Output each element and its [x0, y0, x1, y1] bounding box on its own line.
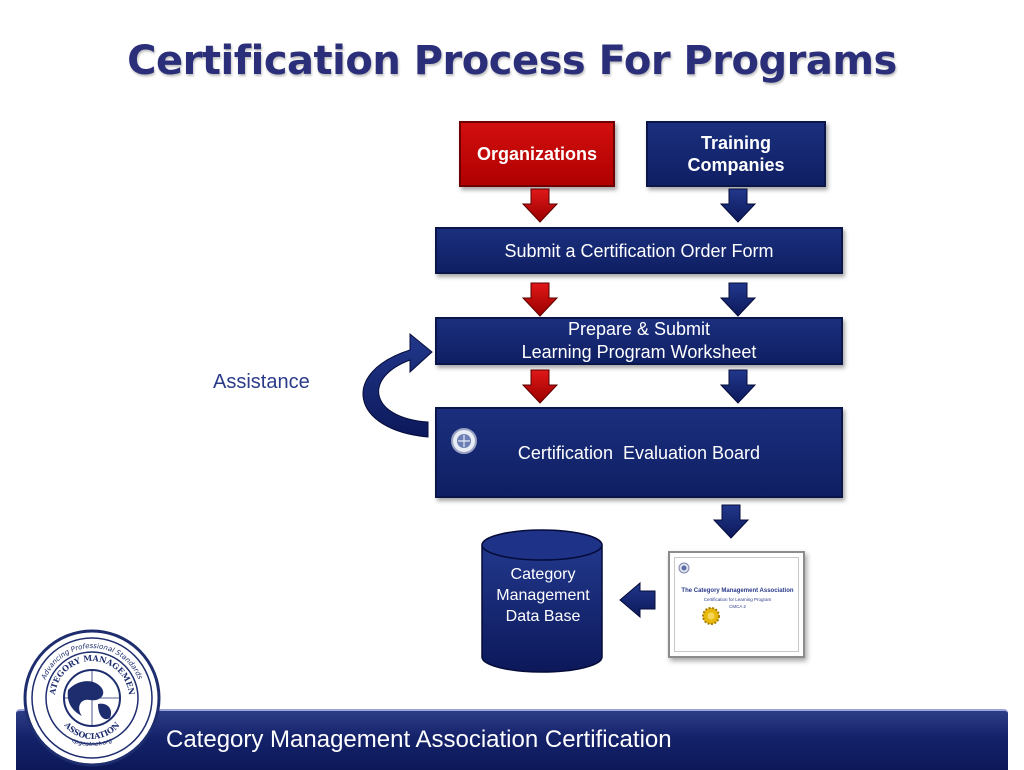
down-arrow-navy-4 — [712, 504, 750, 539]
prepare-label-line2: Learning Program Worksheet — [521, 342, 757, 362]
left-arrow-to-database — [619, 581, 656, 619]
down-arrow-red-3 — [521, 369, 559, 404]
training-companies-box: Training Companies — [646, 121, 826, 187]
database-label-line3: Data Base — [505, 608, 581, 625]
down-arrow-navy-2 — [719, 282, 757, 317]
certificate-seal-icon — [678, 562, 690, 574]
certificate-thumbnail: The Category Management Association Cert… — [668, 551, 805, 658]
database-cylinder — [481, 529, 603, 673]
organizations-box: Organizations — [459, 121, 615, 187]
certificate-code: CMCA 2 — [729, 604, 746, 609]
prepare-label-line1: Prepare & Submit — [567, 319, 711, 339]
down-arrow-navy-1 — [719, 188, 757, 223]
association-logo: Advancing Professional Standards CATEGOR… — [22, 628, 161, 767]
gold-seal-icon — [702, 607, 720, 625]
database-label-line2: Management — [496, 587, 590, 604]
submit-order-form-label: Submit a Certification Order Form — [504, 240, 774, 261]
training-label-line1: Training — [700, 133, 771, 153]
organizations-label: Organizations — [476, 144, 597, 164]
evaluation-board-box: Certification Evaluation Board — [435, 407, 843, 498]
page-title: Certification Process For Programs — [127, 38, 897, 84]
database-label: Category Management Data Base — [483, 564, 603, 627]
seal-icon — [451, 428, 477, 454]
prepare-worksheet-box: Prepare & Submit Learning Program Worksh… — [435, 317, 843, 365]
svg-text:cpgcatnet.org: cpgcatnet.org — [71, 737, 114, 748]
submit-order-form-box: Submit a Certification Order Form — [435, 227, 843, 274]
assistance-curved-arrow — [362, 332, 433, 438]
down-arrow-red-2 — [521, 282, 559, 317]
database-label-line1: Category — [510, 566, 576, 583]
evaluation-board-label: Certification Evaluation Board — [517, 442, 761, 463]
logo-url: cpgcatnet.org — [71, 737, 114, 748]
training-label-line2: Companies — [687, 155, 785, 175]
down-arrow-navy-3 — [719, 369, 757, 404]
assistance-label: Assistance — [213, 371, 310, 393]
certificate-subtitle: Certification for Learning Program — [703, 597, 772, 602]
down-arrow-red-1 — [521, 188, 559, 223]
certificate-title: The Category Management Association — [681, 588, 794, 594]
footer-bar — [16, 709, 1008, 770]
footer-text: Category Management Association Certific… — [166, 726, 672, 753]
